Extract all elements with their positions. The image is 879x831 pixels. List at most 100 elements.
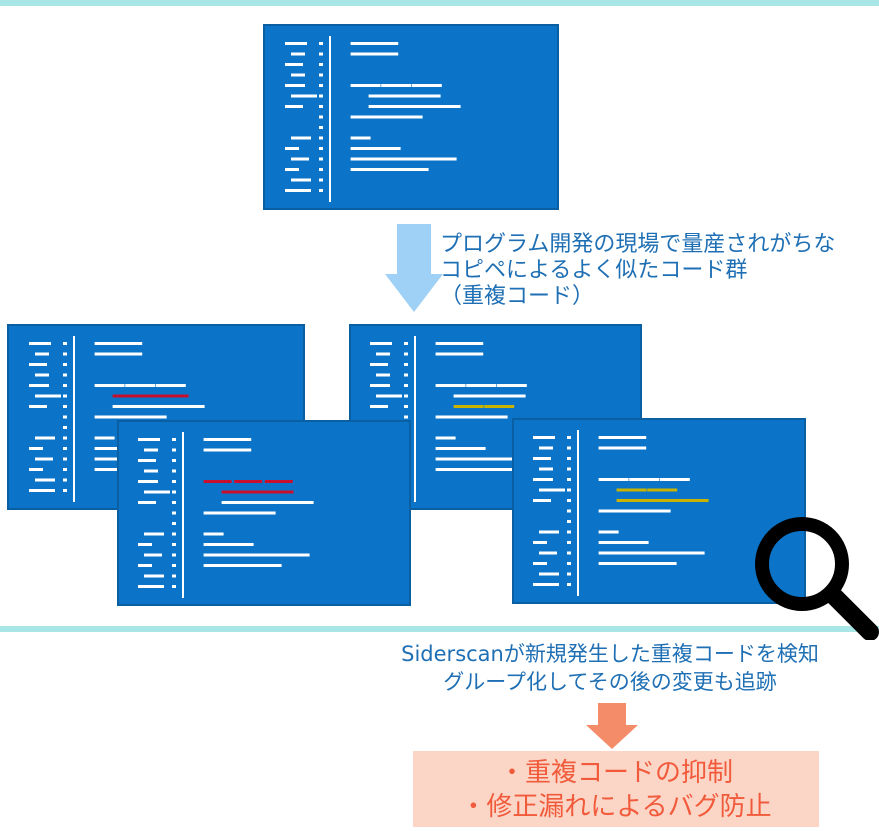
code-line xyxy=(225,438,252,441)
code-tree-line xyxy=(35,478,55,482)
code-line xyxy=(203,438,230,441)
code-line-marker xyxy=(319,73,323,77)
code-tree-line xyxy=(138,501,156,504)
code-line-marker xyxy=(172,585,176,588)
code-tree-line xyxy=(285,63,303,66)
code-line xyxy=(372,52,399,56)
code-line xyxy=(350,52,377,56)
code-line-marker xyxy=(172,490,176,494)
code-line xyxy=(598,478,629,481)
code-line xyxy=(94,436,115,440)
code-tree-line xyxy=(539,530,559,534)
code-line xyxy=(453,394,526,398)
code-line xyxy=(203,543,254,546)
code-line-marker xyxy=(63,478,67,482)
code-divider xyxy=(577,430,579,596)
code-tree-line xyxy=(35,352,49,356)
code-tree-line xyxy=(370,384,390,387)
magnifier-lens xyxy=(755,517,849,611)
code-line xyxy=(598,562,677,565)
code-tree-line xyxy=(138,459,156,462)
code-tree-line xyxy=(35,394,61,398)
code-line xyxy=(94,352,121,356)
code-line xyxy=(435,352,462,356)
code-line xyxy=(616,499,709,502)
code-line-marker xyxy=(172,522,176,525)
code-line xyxy=(368,94,441,98)
code-lines xyxy=(370,336,542,502)
code-tree-line xyxy=(29,489,55,492)
code-tree-line xyxy=(285,168,299,171)
code-line-marker xyxy=(404,405,408,408)
code-line-marker xyxy=(319,178,323,182)
code-line-marker xyxy=(567,446,571,450)
caption-top-line-2: コピペによるよく似たコード群 xyxy=(440,258,748,283)
code-divider xyxy=(73,336,75,502)
code-tree-line xyxy=(138,438,160,441)
code-window-copy-2 xyxy=(117,420,411,606)
code-line xyxy=(435,342,462,345)
code-line xyxy=(457,342,484,345)
code-line xyxy=(155,384,186,387)
code-divider xyxy=(182,432,184,598)
code-tree-line xyxy=(285,84,305,87)
code-line-marker xyxy=(63,394,67,398)
code-line xyxy=(435,415,508,419)
code-line xyxy=(221,490,294,494)
code-line-marker xyxy=(63,457,67,461)
code-line-marker xyxy=(63,436,67,440)
code-tree-line xyxy=(533,541,547,544)
code-line xyxy=(350,115,423,119)
code-line-marker xyxy=(172,438,176,441)
code-line xyxy=(435,447,486,450)
code-tree-line xyxy=(533,499,551,502)
code-line-marker xyxy=(567,467,571,471)
code-tree-line xyxy=(539,467,553,471)
code-line xyxy=(435,468,514,471)
code-line-marker xyxy=(63,342,67,345)
code-line xyxy=(629,478,660,481)
code-line-marker xyxy=(567,572,571,576)
code-tree-line xyxy=(533,457,551,460)
code-line xyxy=(435,457,542,461)
code-line xyxy=(94,415,167,419)
code-tree-line xyxy=(370,363,388,366)
arrow-down-icon xyxy=(385,224,443,312)
code-line xyxy=(350,136,371,140)
code-line-marker xyxy=(567,457,571,460)
code-line xyxy=(368,105,461,108)
code-tree-line xyxy=(533,562,547,565)
code-line-marker xyxy=(63,447,67,450)
code-lines xyxy=(533,430,709,596)
code-line-marker xyxy=(319,94,323,98)
result-box: ・重複コードの抑制 ・修正漏れによるバグ防止 xyxy=(413,751,819,827)
code-tree-line xyxy=(533,436,555,439)
arrow-down-icon xyxy=(586,703,638,749)
code-line-marker xyxy=(319,105,323,108)
arrow-down-orange-shape xyxy=(586,703,638,749)
code-window-original xyxy=(263,24,559,210)
code-line xyxy=(203,532,224,536)
magnifier-icon xyxy=(755,517,879,640)
code-tree-line xyxy=(35,373,49,377)
code-tree-line xyxy=(35,436,55,440)
code-line-marker xyxy=(404,342,408,345)
code-tree-line xyxy=(370,405,388,408)
code-line xyxy=(203,480,232,483)
code-line xyxy=(484,405,515,408)
code-line-marker xyxy=(319,84,323,87)
code-tree-line xyxy=(144,490,170,494)
code-line-marker xyxy=(567,488,571,492)
code-line xyxy=(203,553,310,557)
code-tree-line xyxy=(285,42,307,45)
code-tree-line xyxy=(285,105,303,108)
top-divider xyxy=(0,0,879,6)
code-tree-line xyxy=(291,94,317,98)
code-line-marker xyxy=(63,489,67,492)
code-line xyxy=(203,564,282,567)
code-tree-line xyxy=(533,583,559,586)
arrow-down-blue-shape xyxy=(385,224,443,312)
code-line xyxy=(647,488,678,492)
code-line-marker xyxy=(567,478,571,481)
code-tree-line xyxy=(285,189,311,192)
